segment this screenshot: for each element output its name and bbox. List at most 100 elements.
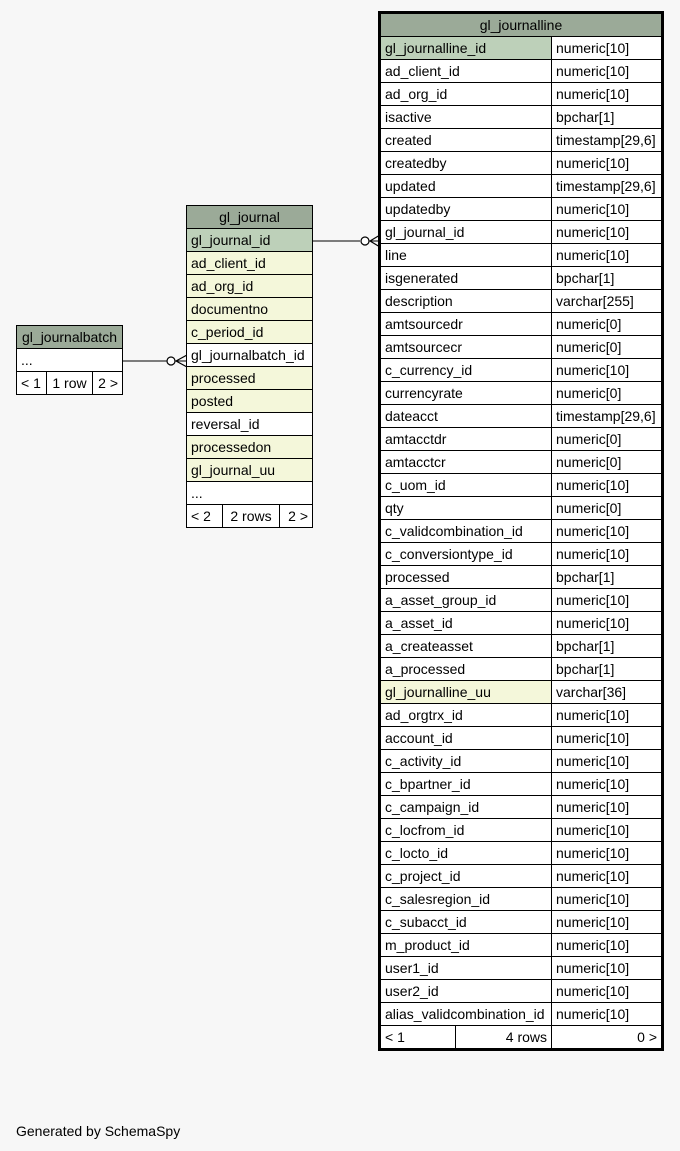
column-name: processed <box>379 565 552 589</box>
table-header[interactable]: gl_journalbatch <box>16 325 123 349</box>
column-type: timestamp[29,6] <box>551 404 663 428</box>
column-type: numeric[10] <box>551 59 663 83</box>
column-type: numeric[10] <box>551 910 663 934</box>
column-name: c_conversiontype_id <box>379 542 552 566</box>
column-type: numeric[0] <box>551 496 663 520</box>
column-name: user2_id <box>379 979 552 1003</box>
column-type: numeric[10] <box>551 197 663 221</box>
column-name: c_uom_id <box>379 473 552 497</box>
column-type: numeric[10] <box>551 772 663 796</box>
column-type: numeric[10] <box>551 519 663 543</box>
column-name: line <box>379 243 552 267</box>
column-type: numeric[10] <box>551 358 663 382</box>
column-name: ad_client_id <box>379 59 552 83</box>
column-name: created <box>379 128 552 152</box>
row-count: 4 rows <box>505 1029 547 1045</box>
row-count: 2 rows <box>222 504 280 528</box>
column-name: updated <box>379 174 552 198</box>
column-name: c_salesregion_id <box>379 887 552 911</box>
column-name: createdby <box>379 151 552 175</box>
column-name: c_subacct_id <box>379 910 552 934</box>
column-name: c_campaign_id <box>379 795 552 819</box>
column-name: c_activity_id <box>379 749 552 773</box>
column-name: amtsourcedr <box>379 312 552 336</box>
column-type: numeric[10] <box>551 1002 663 1026</box>
column-type: bpchar[1] <box>551 634 663 658</box>
column-row: documentno <box>186 297 313 321</box>
column-name: c_locfrom_id <box>379 818 552 842</box>
column-type: varchar[36] <box>551 680 663 704</box>
table-header[interactable]: gl_journal <box>186 205 313 229</box>
column-name: gl_journal_uu <box>186 458 313 482</box>
column-name: a_createasset <box>379 634 552 658</box>
column-type: bpchar[1] <box>551 565 663 589</box>
column-name: reversal_id <box>186 412 313 436</box>
column-name: a_processed <box>379 657 552 681</box>
column-name: ad_orgtrx_id <box>379 703 552 727</box>
generated-by-note: Generated by SchemaSpy <box>16 1123 181 1139</box>
column-type: numeric[10] <box>551 726 663 750</box>
column-name: posted <box>186 389 313 413</box>
column-name: account_id <box>379 726 552 750</box>
column-name: c_period_id <box>186 320 313 344</box>
table-gl-journalbatch[interactable]: gl_journalbatch ... < 1 1 row 2 > <box>15 325 124 395</box>
column-name: ad_org_id <box>186 274 313 298</box>
children-count: 2 > <box>91 371 124 395</box>
column-type: numeric[0] <box>551 427 663 451</box>
column-type: numeric[10] <box>551 818 663 842</box>
column-name: ad_client_id <box>186 251 313 275</box>
row-count: 1 row <box>46 371 93 395</box>
column-type: numeric[0] <box>551 312 663 336</box>
column-name: currencyrate <box>379 381 552 405</box>
column-type: numeric[10] <box>551 151 663 175</box>
table-header[interactable]: gl_journalline <box>379 12 663 37</box>
column-name: gl_journalline_uu <box>379 680 552 704</box>
column-name: description <box>379 289 552 313</box>
column-type: bpchar[1] <box>551 266 663 290</box>
column-type: numeric[10] <box>551 749 663 773</box>
column-name: gl_journalbatch_id <box>186 343 313 367</box>
column-type: numeric[10] <box>551 703 663 727</box>
column-type: numeric[10] <box>551 220 663 244</box>
column-name: c_currency_id <box>379 358 552 382</box>
column-type: numeric[0] <box>551 381 663 405</box>
column-type: numeric[10] <box>551 542 663 566</box>
children-count: 0 > <box>551 1025 663 1050</box>
column-name: dateacct <box>379 404 552 428</box>
column-name: amtsourcecr <box>379 335 552 359</box>
children-count: 2 > <box>279 504 313 528</box>
column-type: numeric[10] <box>551 473 663 497</box>
column-name: alias_validcombination_id <box>379 1002 552 1026</box>
column-name: gl_journalline_id <box>379 36 552 60</box>
column-name: processedon <box>186 435 313 459</box>
column-type: bpchar[1] <box>551 657 663 681</box>
